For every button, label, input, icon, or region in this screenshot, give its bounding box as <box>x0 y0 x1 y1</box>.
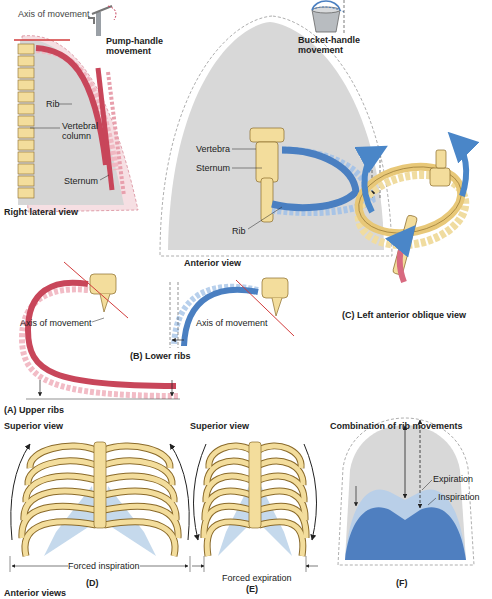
oblique-rib-view <box>352 138 472 282</box>
axis-label: Axis of movement <box>20 318 92 328</box>
part-label: Vertebra <box>196 144 230 154</box>
movement-label: Bucket-handle movement <box>298 35 372 55</box>
panel-letter: (D) <box>86 578 99 588</box>
dimension-label: Forced expiration <box>222 573 292 583</box>
view-title: Superior view <box>4 421 63 431</box>
part-label: Vertebral column <box>62 121 108 141</box>
lateral-thorax <box>12 36 138 215</box>
axis-label: Axis of movement <box>196 318 268 328</box>
view-title: Right lateral view <box>4 207 78 217</box>
phase-label: Expiration <box>433 474 473 484</box>
movement-label: Pump-handle movement <box>106 36 168 56</box>
upper-rib-superior <box>22 262 180 399</box>
panel-caption: (C) Left anterior oblique view <box>342 310 466 320</box>
part-label: Sternum <box>64 176 98 186</box>
view-title: Superior view <box>190 421 249 431</box>
panel-letter: (F) <box>396 578 408 588</box>
panel-caption: (A) Upper ribs <box>4 405 64 415</box>
dimension-label: Forced inspiration <box>68 561 140 571</box>
phase-label: Inspiration <box>438 492 480 502</box>
combined-movement <box>338 418 474 565</box>
axis-label: Axis of movement <box>18 9 90 19</box>
lower-rib-superior <box>170 278 294 348</box>
part-label: Rib <box>232 226 246 236</box>
ribcage-expiration <box>192 442 318 572</box>
pump-icon <box>88 6 116 36</box>
view-title: Anterior view <box>184 258 241 268</box>
panel-letter: (E) <box>246 584 258 594</box>
view-title: Anterior views <box>4 588 66 598</box>
ribcage-inspiration <box>10 442 190 572</box>
part-label: Rib <box>46 99 60 109</box>
view-title: Combination of rib movements <box>330 421 463 431</box>
bucket-icon <box>312 0 344 34</box>
panel-caption: (B) Lower ribs <box>130 351 191 361</box>
part-label: Sternum <box>196 163 230 173</box>
